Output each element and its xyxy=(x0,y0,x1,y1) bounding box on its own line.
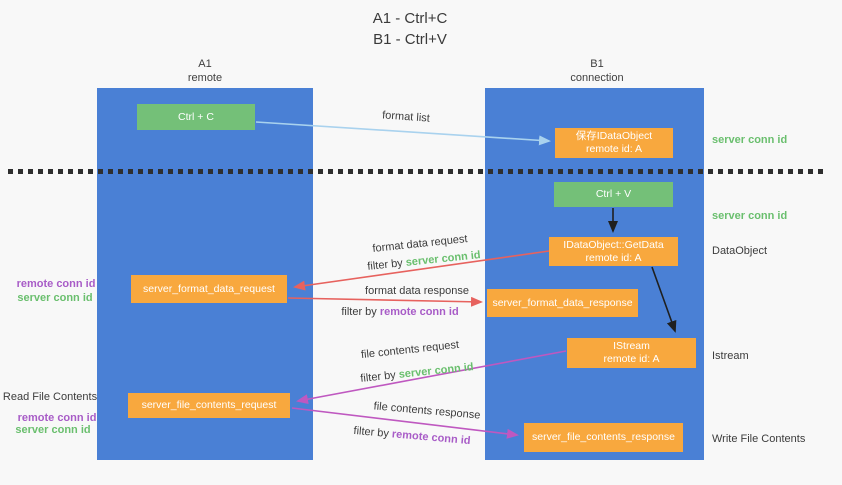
server-format-data-response-box: server_format_data_response xyxy=(487,289,638,317)
server-format-data-request-label: server_format_data_request xyxy=(143,282,275,295)
istream-line2: remote id: A xyxy=(603,353,660,365)
title-line-1: A1 - Ctrl+C xyxy=(372,10,448,27)
save-idataobject-box: 保存IDataObject remote id: A xyxy=(555,128,673,158)
file-contents-response-label: file contents response xyxy=(373,400,481,422)
remote-conn-id-text: remote conn id xyxy=(391,428,471,448)
server-file-contents-response-label: server_file_contents_response xyxy=(531,431,675,443)
left-remote-conn-id-bottom: remote conn id xyxy=(17,412,97,424)
remote-conn-id-text: remote conn id xyxy=(379,306,459,318)
server-file-contents-request-box: server_file_contents_request xyxy=(128,393,290,418)
right-server-conn-id-top: server conn id xyxy=(712,134,788,146)
filter-by-text: filter by xyxy=(341,306,380,318)
format-data-response-label: format data response xyxy=(365,285,469,297)
left-read-file-contents-label: Read File Contents xyxy=(2,391,98,403)
filter-by-text: filter by xyxy=(353,424,393,441)
right-istream-label: Istream xyxy=(712,350,749,362)
save-idataobject-line1: 保存IDataObject xyxy=(575,130,653,142)
left-server-conn-id-top: server conn id xyxy=(17,292,93,304)
filter-by-server-conn-id-label-2: filter by server conn id xyxy=(360,361,474,385)
lifeline-header-b1: B1 connection xyxy=(570,57,623,85)
server-format-data-response-label: server_format_data_response xyxy=(492,296,633,309)
file-contents-request-label: file contents request xyxy=(360,338,460,362)
ctrl-v-action-box: Ctrl + V xyxy=(554,182,673,207)
title-line-2: B1 - Ctrl+V xyxy=(373,31,447,48)
save-idataobject-line2: remote id: A xyxy=(585,143,643,155)
diagram-title: A1 - Ctrl+C B1 - Ctrl+V xyxy=(373,8,448,50)
istream-box: IStream remote id: A xyxy=(567,338,696,368)
server-file-contents-request-label: server_file_contents_request xyxy=(141,399,277,411)
right-dataobject-label: DataObject xyxy=(712,245,768,257)
lifeline-a1-name: A1 xyxy=(198,58,212,70)
lifeline-a1-role: remote xyxy=(187,72,223,84)
ctrl-v-label: Ctrl + V xyxy=(595,188,632,200)
istream-line1: IStream xyxy=(613,340,650,352)
copy-paste-separator-line xyxy=(8,169,825,174)
server-conn-id-text: server conn id xyxy=(398,361,475,381)
left-remote-conn-id-top: remote conn id xyxy=(16,278,96,290)
idataobject-getdata-line2: remote id: A xyxy=(585,251,642,264)
server-format-data-request-box: server_format_data_request xyxy=(131,275,287,303)
filter-by-text: filter by xyxy=(359,368,400,385)
lifeline-b1-role: connection xyxy=(570,72,624,84)
lifeline-b1-name: B1 xyxy=(590,58,604,70)
filter-by-remote-conn-id-label-1: filter by remote conn id xyxy=(341,306,458,318)
right-write-file-contents-label: Write File Contents xyxy=(712,433,806,445)
idataobject-getdata-box: IDataObject::GetData remote id: A xyxy=(549,237,678,266)
filter-by-remote-conn-id-label-2: filter by remote conn id xyxy=(353,425,471,447)
left-server-conn-id-bottom: server conn id xyxy=(15,424,91,436)
idataobject-getdata-line1: IDataObject::GetData xyxy=(563,238,664,251)
ctrl-c-action-box: Ctrl + C xyxy=(137,104,255,130)
lifeline-header-a1: A1 remote xyxy=(188,57,222,85)
server-file-contents-response-box: server_file_contents_response xyxy=(524,423,683,452)
ctrl-c-label: Ctrl + C xyxy=(178,110,214,123)
server-conn-id-text: server conn id xyxy=(405,249,482,269)
format-data-response-arrow xyxy=(287,296,483,307)
format-list-label: format list xyxy=(381,109,431,125)
right-server-conn-id-mid: server conn id xyxy=(712,210,788,222)
filter-by-text: filter by xyxy=(366,256,407,273)
